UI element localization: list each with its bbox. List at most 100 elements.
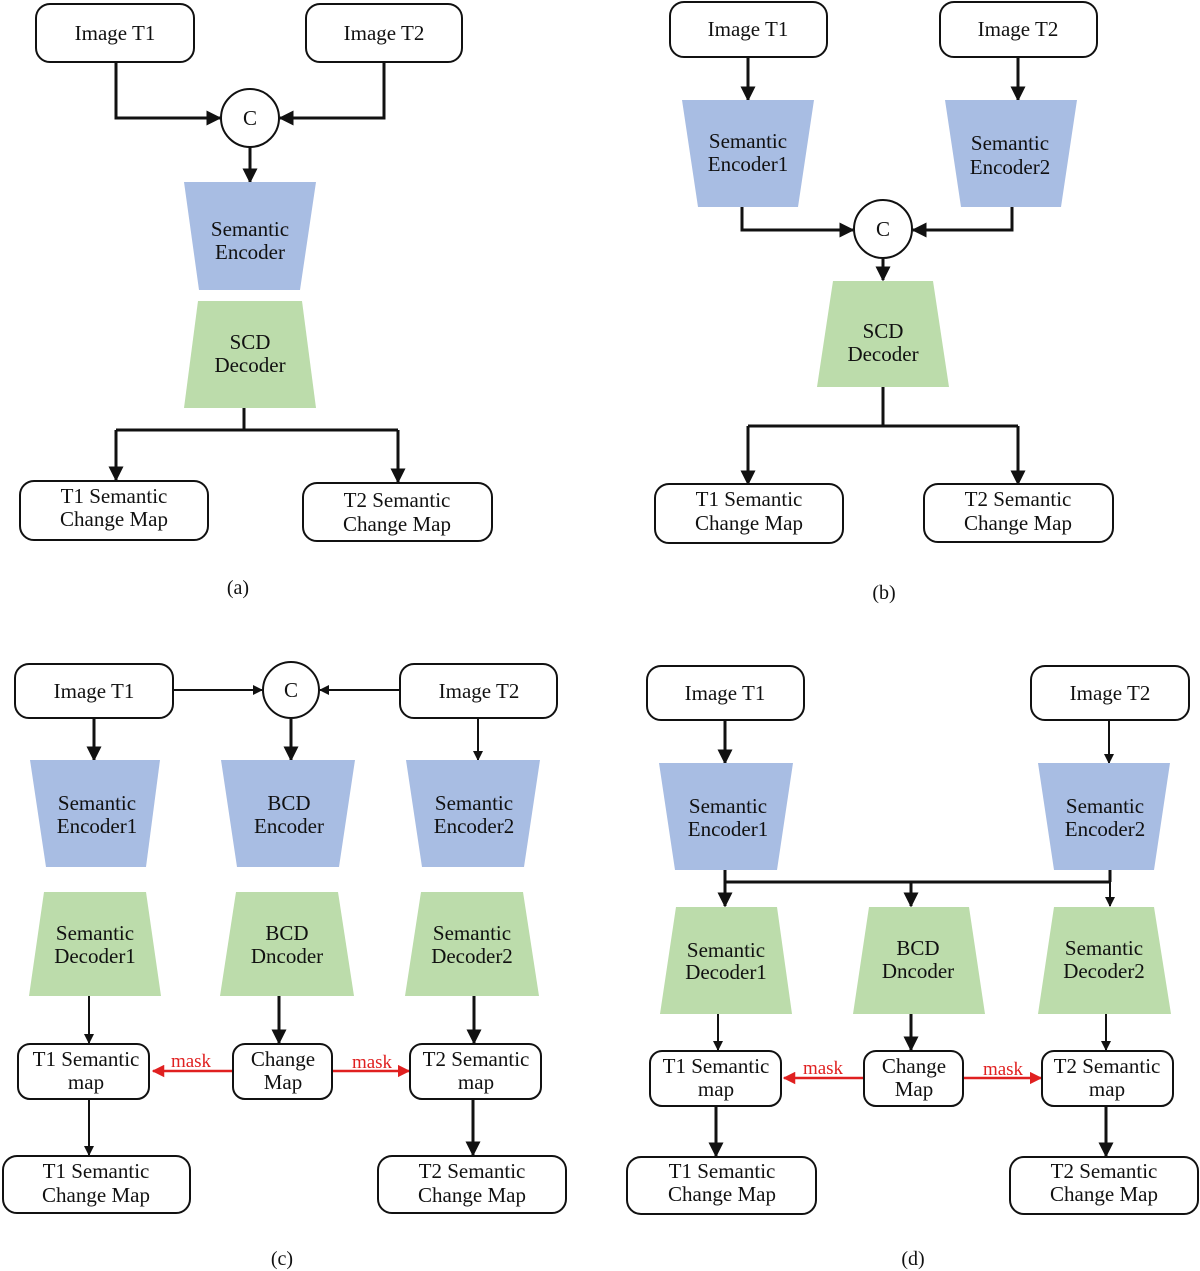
out-t2-label-1: T2 Semantic bbox=[344, 488, 451, 512]
encoders-join-line-d bbox=[723, 870, 1112, 884]
decoder1-label-2-c: Decoder1 bbox=[54, 944, 136, 968]
concat-node-b bbox=[853, 199, 913, 259]
encoder1-label-2-c: Encoder1 bbox=[57, 814, 137, 838]
image-t1-label-b: Image T1 bbox=[708, 17, 789, 41]
t2-semantic-map-label-2-c: map bbox=[458, 1070, 494, 1094]
bcd-encoder-label-2-c: Encoder bbox=[254, 814, 324, 838]
arrow-t1-to-concat bbox=[114, 62, 222, 126]
out-t2-box-d bbox=[1009, 1156, 1199, 1215]
semantic-encoder1-d bbox=[659, 763, 793, 870]
out-t2-label-2-c: Change Map bbox=[418, 1183, 526, 1207]
image-t2-box-d bbox=[1030, 665, 1190, 721]
encoder2-label-2-d: Encoder2 bbox=[1065, 817, 1145, 841]
t1-semantic-map-box-d bbox=[649, 1050, 782, 1107]
out-t2-box bbox=[302, 482, 493, 542]
semantic-decoder2-d bbox=[1038, 907, 1171, 1014]
decoder1-label-1-d: Semantic bbox=[687, 938, 765, 962]
image-t2-box-b bbox=[939, 1, 1098, 58]
scd-decoder bbox=[184, 301, 316, 408]
out-t1-label-1: T1 Semantic bbox=[61, 484, 168, 508]
t2-semantic-map-label-2-d: map bbox=[1089, 1077, 1125, 1101]
image-t2-label-c: Image T2 bbox=[439, 679, 520, 703]
semantic-decoder2-c bbox=[405, 892, 539, 996]
image-t2-box bbox=[305, 3, 463, 63]
concat-label: C bbox=[243, 106, 257, 130]
scd-decoder-b bbox=[817, 281, 949, 387]
t2-semantic-map-box-c bbox=[409, 1043, 542, 1100]
decoder-split-line bbox=[116, 408, 398, 432]
out-t2-label-2-d: Change Map bbox=[1050, 1182, 1158, 1206]
bcd-decoder-c bbox=[220, 892, 354, 996]
out-t1-label-1-b: T1 Semantic bbox=[696, 487, 803, 511]
image-t2-label-d: Image T2 bbox=[1070, 681, 1151, 705]
out-t1-box-c bbox=[2, 1155, 191, 1214]
encoder1-label-2-b: Encoder1 bbox=[708, 152, 788, 176]
t2-semantic-map-label-1-d: T2 Semantic bbox=[1054, 1054, 1161, 1078]
encoder1-label-1-b: Semantic bbox=[709, 129, 787, 153]
concat-label-b: C bbox=[876, 217, 890, 241]
t1-semantic-map-label-2-c: map bbox=[68, 1070, 104, 1094]
semantic-encoder2-b bbox=[945, 100, 1077, 207]
encoder2-label-2-c: Encoder2 bbox=[434, 814, 514, 838]
encoder2-label-2-b: Encoder2 bbox=[970, 155, 1050, 179]
panel-c: mask mask Image T1 C Image T2 Semantic E… bbox=[2, 661, 567, 1270]
change-map-label-2-d: Map bbox=[895, 1077, 934, 1101]
decoder1-label-1-c: Semantic bbox=[56, 921, 134, 945]
panel-d: mask mask Image T1 Image T2 Semantic Enc… bbox=[626, 665, 1199, 1270]
concat-node bbox=[220, 88, 280, 148]
image-t1-label: Image T1 bbox=[75, 21, 156, 45]
scd-decoder-label-2: Decoder bbox=[214, 353, 285, 377]
bcd-decoder-label-2-c: Dncoder bbox=[251, 944, 323, 968]
image-t1-box bbox=[35, 3, 195, 63]
out-t1-label-2-c: Change Map bbox=[42, 1183, 150, 1207]
mask-label-right-d: mask bbox=[983, 1059, 1024, 1080]
out-t1-label-2-d: Change Map bbox=[668, 1182, 776, 1206]
image-t1-label-c: Image T1 bbox=[54, 679, 135, 703]
scd-decoder-label-2-b: Decoder bbox=[847, 342, 918, 366]
image-t1-box-b bbox=[669, 1, 828, 58]
image-t2-box-c bbox=[399, 663, 558, 719]
out-t2-label-1-d: T2 Semantic bbox=[1051, 1159, 1158, 1183]
encoder1-label-2-d: Encoder1 bbox=[688, 817, 768, 841]
image-t1-box-d bbox=[646, 665, 805, 721]
image-t1-label-d: Image T1 bbox=[685, 681, 766, 705]
t2-semantic-map-label-1-c: T2 Semantic bbox=[423, 1047, 530, 1071]
scd-decoder-label-1: SCD bbox=[230, 330, 271, 354]
semantic-decoder1-c bbox=[29, 892, 161, 996]
decoder2-label-1-c: Semantic bbox=[433, 921, 511, 945]
out-t1-box bbox=[19, 480, 209, 541]
decoder-split-line-b bbox=[748, 387, 1018, 428]
out-t2-box-c bbox=[377, 1155, 567, 1214]
out-t2-label-1-c: T2 Semantic bbox=[419, 1159, 526, 1183]
t1-semantic-map-label-2-d: map bbox=[698, 1077, 734, 1101]
decoder2-label-2-d: Decoder2 bbox=[1063, 959, 1145, 983]
encoder1-label-1-d: Semantic bbox=[689, 794, 767, 818]
decoder2-label-2-c: Decoder2 bbox=[431, 944, 513, 968]
semantic-encoder-label-2: Encoder bbox=[215, 240, 285, 264]
bcd-decoder-label-2-d: Dncoder bbox=[882, 959, 954, 983]
bcd-encoder-c bbox=[221, 760, 355, 867]
semantic-encoder1-c bbox=[30, 760, 160, 867]
concat-node-c bbox=[262, 661, 320, 719]
mask-label-left-d: mask bbox=[803, 1058, 844, 1079]
semantic-encoder1-b bbox=[682, 100, 814, 207]
caption-a: (a) bbox=[227, 577, 249, 599]
scd-decoder-label-1-b: SCD bbox=[863, 319, 904, 343]
change-map-box-d bbox=[863, 1050, 964, 1107]
t1-semantic-map-label-1-d: T1 Semantic bbox=[663, 1054, 770, 1078]
concat-label-c: C bbox=[284, 678, 298, 702]
arrow-encoder2-to-concat bbox=[911, 207, 1014, 238]
bcd-encoder-label-1-c: BCD bbox=[267, 791, 310, 815]
bcd-decoder-label-1-d: BCD bbox=[896, 936, 939, 960]
mask-label-right-c: mask bbox=[352, 1052, 393, 1073]
semantic-encoder bbox=[184, 182, 316, 290]
out-t2-box-b bbox=[923, 483, 1114, 543]
out-t1-label-1-d: T1 Semantic bbox=[669, 1159, 776, 1183]
mask-label-left-c: mask bbox=[171, 1051, 212, 1072]
encoder2-label-1-b: Semantic bbox=[971, 131, 1049, 155]
decoder1-label-2-d: Decoder1 bbox=[685, 960, 767, 984]
out-t1-label-2: Change Map bbox=[60, 507, 168, 531]
out-t1-label-1-c: T1 Semantic bbox=[43, 1159, 150, 1183]
out-t2-label-2-b: Change Map bbox=[964, 511, 1072, 535]
caption-d: (d) bbox=[901, 1248, 924, 1270]
